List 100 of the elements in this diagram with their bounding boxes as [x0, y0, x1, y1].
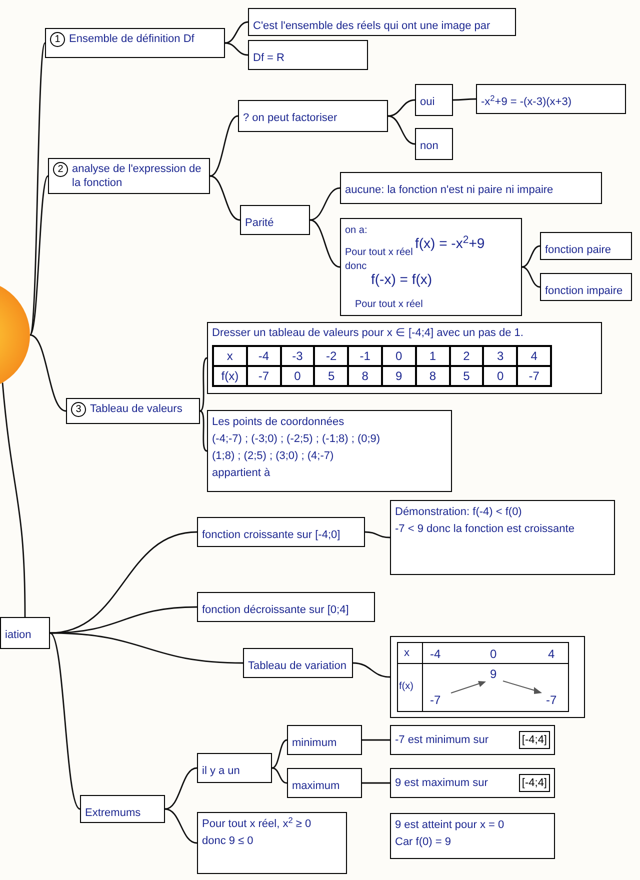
node-box — [45, 28, 225, 58]
table-cell: 1 — [416, 346, 450, 366]
node-text: ? on peut factoriser — [243, 112, 338, 124]
node-box — [248, 8, 516, 36]
node-box — [248, 40, 368, 70]
node-text: 9 est maximum sur — [395, 776, 488, 791]
node-box — [240, 205, 310, 235]
node-text: fonction décroissante sur [0;4] — [202, 604, 349, 616]
node-text: minimum — [292, 737, 337, 749]
node-box — [390, 636, 585, 718]
node-box — [207, 322, 602, 394]
node-box — [390, 725, 555, 755]
node-text: Les points de coordonnées — [212, 415, 346, 430]
connector-line — [30, 334, 66, 412]
node-box — [243, 648, 353, 678]
node-box — [287, 725, 362, 755]
node-text: fonction paire — [545, 244, 612, 256]
node-box — [238, 100, 388, 132]
connector-line — [352, 662, 390, 678]
node-box — [540, 273, 632, 301]
table-cell: 0 — [382, 346, 416, 366]
connector-line — [29, 42, 46, 336]
connector-line — [224, 42, 248, 56]
node-text: iation — [5, 629, 32, 641]
node-text: on a: — [345, 224, 368, 238]
table-cell: f(x) — [213, 366, 247, 386]
node-text: Tableau de variation — [248, 660, 346, 672]
step-number: 3 — [71, 402, 86, 417]
node-text: Dresser un tableau de valeurs pour x ∈ [-4;4] avec un pas de 1. — [212, 326, 524, 341]
connector-line — [50, 632, 244, 664]
node-box — [390, 500, 615, 575]
node-text: Extremums — [85, 807, 141, 819]
node-text: non — [420, 140, 438, 152]
node-box — [415, 84, 453, 116]
node-box — [540, 232, 632, 260]
connector-line — [164, 808, 198, 844]
table-cell: -1 — [348, 346, 382, 366]
interval-text: [-4;4] — [518, 774, 550, 792]
connector-line — [50, 606, 198, 634]
table-cell-text: 0 — [490, 646, 497, 663]
node-text: (-4;-7) ; (-3;0) ; (-2;5) ; (-1;8) ; (0;9) — [212, 432, 382, 447]
step-number: 1 — [50, 32, 65, 47]
interval-text: [-4;4] — [518, 730, 550, 750]
node-box — [197, 517, 365, 547]
node-text: il y a un — [202, 765, 240, 777]
table-cell-text: -7 — [546, 692, 557, 709]
connector-line — [50, 632, 80, 810]
node-text: f(x) = -x$^{2}$+9 — [415, 233, 485, 253]
connector-line — [200, 357, 208, 412]
table-cell: 0 — [483, 366, 518, 386]
node-text: appartient à — [212, 466, 272, 481]
node-text: Parité — [245, 217, 274, 229]
connector-line — [2, 382, 26, 617]
connector-line — [388, 99, 416, 117]
connector-line — [224, 21, 248, 44]
table-cell: 5 — [314, 366, 348, 386]
node-text: C'est l'ensemble des réels qui ont une image par — [253, 20, 490, 32]
node-text: donc 9 ≤ 0 — [202, 834, 254, 849]
node-box — [476, 84, 626, 114]
node-text: 9 est atteint pour x = 0 — [395, 818, 506, 833]
table-cell: 9 — [382, 366, 416, 386]
table-cell: x — [213, 346, 247, 366]
node-box — [80, 795, 165, 823]
connector-line — [522, 266, 540, 288]
table-cell: -4 — [246, 346, 281, 366]
connector-line — [50, 531, 198, 634]
node-text: analyse de l'expression de la fonction — [72, 162, 202, 190]
connector-line — [362, 739, 390, 741]
table-cell: 0 — [280, 366, 314, 386]
connector-line — [388, 115, 416, 145]
node-box — [287, 768, 362, 798]
connector-line — [522, 245, 540, 268]
table-cell-text: 4 — [548, 646, 555, 663]
connector-line — [164, 767, 198, 810]
node-text: Tableau de valeurs — [90, 402, 182, 416]
node-box — [197, 753, 272, 783]
node-text: Ensemble de définition Df — [69, 32, 194, 46]
node-box — [390, 768, 555, 798]
node-box — [340, 172, 602, 204]
table-cell: 4 — [517, 346, 551, 366]
connector-line — [364, 531, 390, 538]
connector-line — [210, 175, 240, 221]
connector-line — [29, 176, 49, 336]
node-text: donc — [345, 260, 367, 274]
table-cell: 8 — [416, 366, 450, 386]
table-cell: 3 — [483, 346, 518, 366]
node-box — [340, 218, 522, 316]
step-number: 2 — [53, 162, 68, 177]
node-text: Démonstration: f(-4) < f(0) — [395, 505, 523, 520]
connector-line — [362, 782, 390, 784]
table-cell: -7 — [517, 366, 551, 386]
table-cell: 8 — [348, 366, 382, 386]
table-cell-text: x — [404, 646, 410, 661]
node-box — [415, 128, 453, 160]
connector-line — [310, 187, 340, 221]
node-text: oui — [420, 96, 435, 108]
table-cell: -2 — [314, 346, 348, 366]
node-text: f(-x) = f(x) — [371, 270, 432, 289]
connector-line — [453, 98, 476, 101]
table-cell-text: -7 — [430, 692, 441, 709]
